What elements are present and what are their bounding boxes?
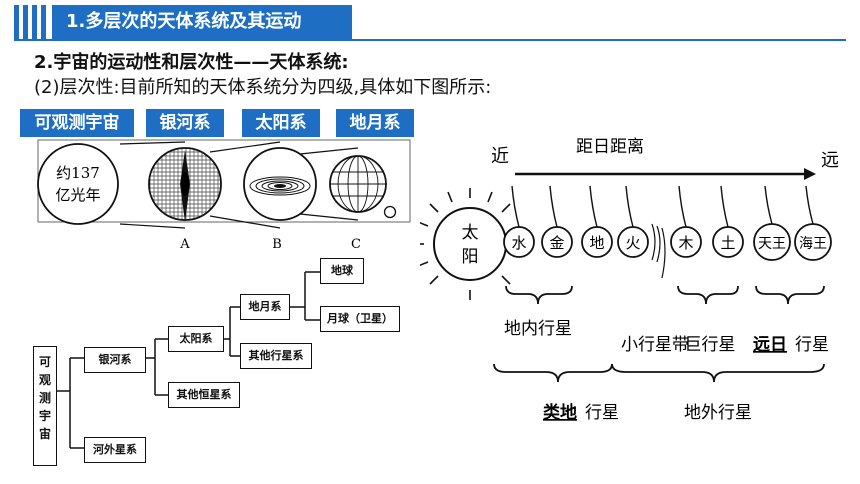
root-char: 可 — [38, 355, 51, 369]
tree-root-observable-universe: 可 观 测 宇 宙 — [33, 346, 57, 466]
root-char: 宙 — [38, 427, 51, 441]
sun-text-2: 阳 — [462, 247, 479, 267]
tag-solar-system: 太阳系 — [242, 109, 320, 137]
inner-brace — [505, 285, 573, 305]
planet-label: 木 — [678, 234, 693, 252]
giant-planets-label: 巨行星 — [685, 335, 736, 355]
root-char: 测 — [38, 391, 51, 405]
section-description: (2)层次性:目前所知的天体系统分为四级,具体如下图所示: — [34, 77, 492, 98]
asteroid-belt-label: 小行星带 — [621, 335, 689, 355]
outer-brace — [611, 363, 825, 383]
tag-milky-way: 银河系 — [146, 109, 224, 137]
planet-label: 金 — [549, 234, 564, 252]
far-sun-label-suffix: 行星 — [795, 335, 829, 355]
section-subtitle: 2.宇宙的运动性和层次性——天体系统: — [34, 52, 349, 73]
tag-earth-moon-system: 地月系 — [336, 109, 414, 137]
near-label: 近 — [491, 146, 509, 167]
planet-label: 天王 — [758, 236, 786, 252]
sun-text-1: 太 — [462, 223, 479, 243]
tree-node-other-star-systems: 其他恒星系 — [168, 382, 240, 408]
planet-label: 水 — [511, 234, 526, 252]
tree-node-extragalactic: 河外星系 — [84, 437, 146, 463]
tree-node-earth: 地球 — [320, 258, 364, 284]
far-brace — [755, 285, 825, 305]
giant-brace — [677, 285, 739, 305]
tree-node-galaxy: 银河系 — [84, 347, 146, 373]
header-accent-bar — [14, 5, 19, 39]
inner-planets-label: 地内行星 — [504, 319, 572, 339]
label-b: B — [272, 237, 282, 252]
outer-planets-label: 地外行星 — [684, 403, 752, 423]
asteroid-belt-icon — [651, 223, 666, 279]
header-underline — [14, 39, 846, 41]
terrestrial-label-prefix: 类地 — [543, 402, 577, 423]
header-accent-bar — [41, 5, 46, 39]
label-a: A — [179, 237, 190, 252]
universe-text-1: 约137 — [56, 164, 100, 182]
far-label: 远 — [821, 150, 839, 171]
distance-axis-label: 距日距离 — [576, 137, 644, 157]
planet-label: 海王 — [799, 236, 827, 252]
tree-node-other-planetary-systems: 其他行星系 — [240, 343, 312, 369]
tag-observable-universe: 可观测宇宙 — [20, 109, 134, 137]
tree-node-earth-moon: 地月系 — [240, 294, 290, 320]
header-accent-bar — [32, 5, 37, 39]
moon-circle — [383, 205, 397, 219]
terrestrial-label-suffix: 行星 — [585, 403, 619, 423]
tree-node-solar-system: 太阳系 — [168, 326, 224, 352]
planet-label: 土 — [720, 234, 735, 252]
planet-label: 地 — [589, 234, 604, 252]
hierarchy-connectors — [56, 271, 320, 449]
tree-node-moon: 月球（卫星） — [320, 306, 400, 332]
planets-order-diagram: 近 远 距日距离 太 阳 水 — [420, 137, 839, 423]
header-accent-bar — [23, 5, 28, 39]
universe-text-2: 亿光年 — [55, 186, 100, 204]
universe-circle — [37, 143, 119, 225]
far-sun-label-prefix: 远日 — [753, 335, 787, 355]
page-title: 1.多层次的天体系统及其运动 — [52, 5, 352, 39]
root-char: 宇 — [38, 409, 51, 423]
planet-label: 火 — [625, 234, 640, 252]
root-char: 观 — [38, 373, 51, 387]
nested-systems-figure: 约137 亿光年 A B C — [37, 139, 411, 252]
terrestrial-brace — [493, 363, 613, 383]
label-c: C — [351, 237, 361, 252]
